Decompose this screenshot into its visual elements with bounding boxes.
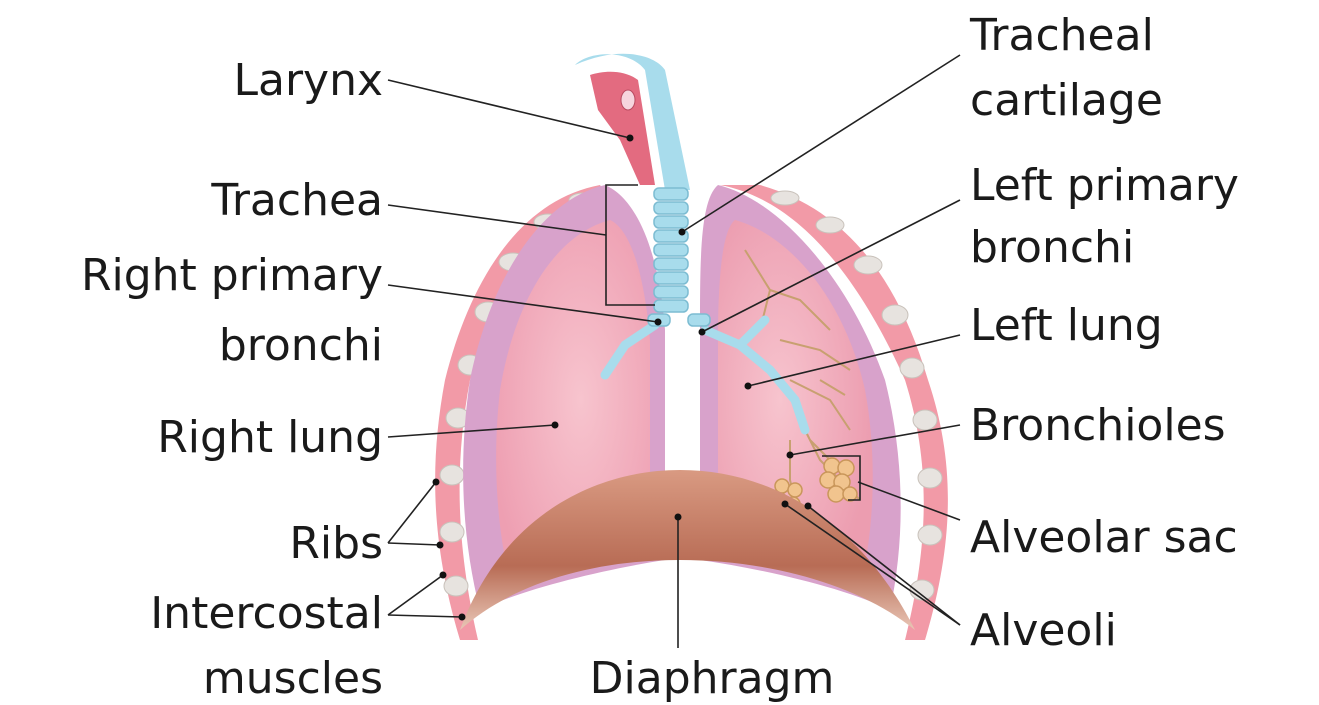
- label-left-primary-bronchi-line2: bronchi: [970, 222, 1134, 273]
- label-tracheal-cartilage-line2: cartilage: [970, 75, 1163, 126]
- label-right-primary-bronchi-line2: bronchi: [219, 320, 383, 371]
- label-intercostal-line2: muscles: [203, 653, 383, 704]
- label-trachea: Trachea: [210, 175, 383, 226]
- label-alveoli: Alveoli: [970, 605, 1117, 656]
- label-alveolar-sac: Alveolar sac: [970, 512, 1238, 563]
- label-right-lung: Right lung: [157, 412, 383, 463]
- label-tracheal-cartilage-line1: Tracheal: [969, 10, 1154, 61]
- label-right-primary-bronchi-line1: Right primary: [81, 250, 383, 301]
- label-bronchioles: Bronchioles: [970, 400, 1226, 451]
- label-ribs: Ribs: [289, 518, 383, 569]
- label-intercostal-line1: Intercostal: [150, 588, 383, 639]
- label-larynx: Larynx: [233, 55, 383, 106]
- label-left-primary-bronchi-line1: Left primary: [970, 160, 1239, 211]
- label-diaphragm: Diaphragm: [590, 653, 835, 704]
- label-left-lung: Left lung: [970, 300, 1163, 351]
